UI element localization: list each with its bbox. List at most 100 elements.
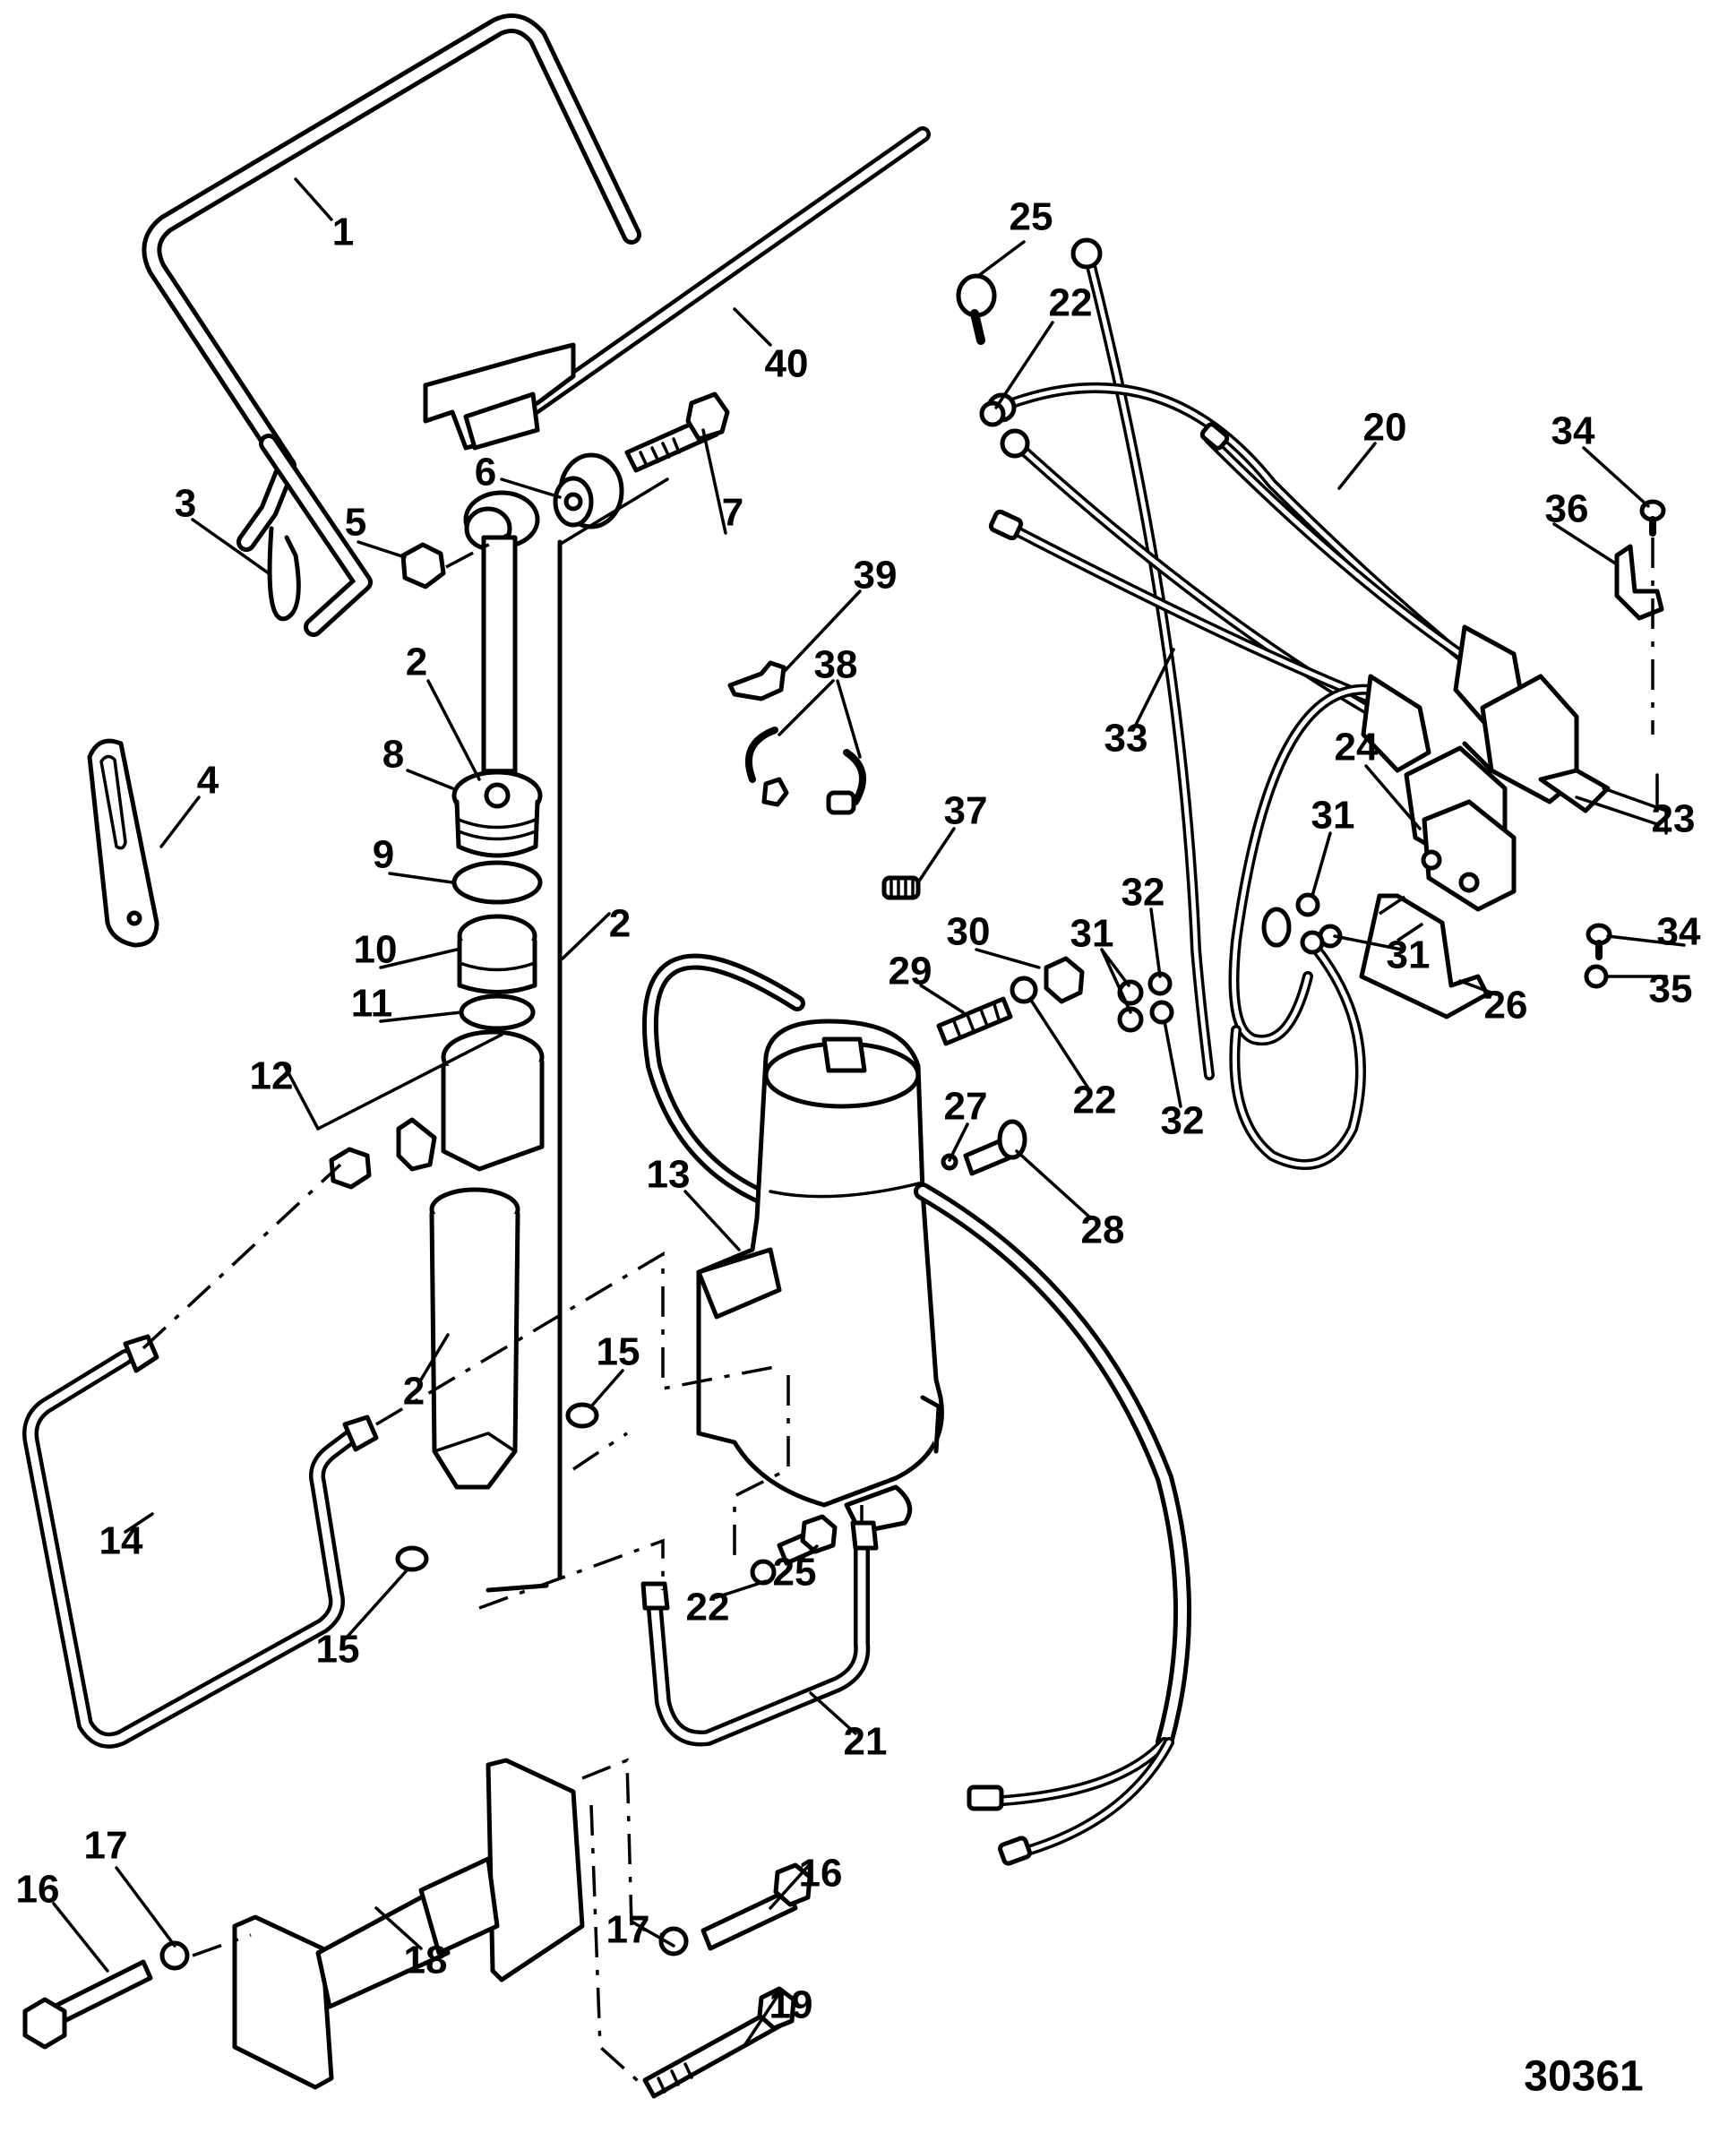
- callout-20: 20: [1363, 406, 1407, 450]
- callout-3: 3: [175, 482, 196, 526]
- callout-5: 5: [345, 501, 366, 545]
- callout-7: 7: [722, 491, 743, 535]
- callout-2-lower: 2: [403, 1370, 425, 1414]
- part-11-o-ring: [459, 993, 536, 1031]
- part-17-washer-left: [159, 1940, 190, 1971]
- part-2-cylinder: [429, 1187, 520, 1490]
- part-10-piston: [457, 914, 537, 994]
- part-22-washer-top: [979, 400, 1006, 427]
- callout-14: 14: [99, 1519, 143, 1563]
- callout-25-top: 25: [1010, 195, 1053, 239]
- part-14-hydraulic-line: [22, 1334, 379, 1749]
- part-5-nut: [400, 542, 446, 589]
- part-29-stud: [936, 996, 1013, 1046]
- part-39-connector: [727, 660, 786, 701]
- leader-lines: [52, 177, 1686, 2049]
- part-24-relay: [1421, 799, 1517, 912]
- callout-1: 1: [332, 211, 354, 254]
- part-31-32-nuts-washers: [1117, 892, 1343, 1033]
- callout-16-right: 16: [799, 1852, 843, 1896]
- part-40-rod: [423, 126, 931, 451]
- part-7-bolt: [624, 391, 730, 473]
- callout-31-right: 31: [1387, 933, 1431, 977]
- callout-2-right: 2: [609, 902, 631, 946]
- part-12-clamp: [329, 1029, 545, 1190]
- callout-labels: 1 40 25 22 20 34 36 3 5 6 7 39 38 2 33 2…: [16, 195, 1701, 2027]
- part-20-harness: [986, 382, 1525, 1170]
- callout-40: 40: [765, 342, 809, 386]
- part-33-wire: [1070, 237, 1215, 1080]
- callout-2-upper: 2: [406, 641, 427, 684]
- callout-37: 37: [944, 789, 988, 833]
- callout-9: 9: [373, 833, 394, 877]
- callout-15-lower: 15: [316, 1628, 360, 1672]
- callout-34-lower: 34: [1657, 910, 1701, 954]
- callout-12: 12: [250, 1054, 294, 1098]
- part-15-plug-upper: [565, 1402, 599, 1429]
- callout-32-lower: 32: [1161, 1099, 1205, 1143]
- part-16-bolt-right: [700, 1862, 812, 1951]
- part-2-upper-rod: [463, 490, 540, 791]
- callout-19: 19: [769, 1983, 813, 2027]
- part-4-plate: [87, 738, 159, 948]
- motor-power-cable: [914, 1182, 1191, 1866]
- part-16-bolt-left: [22, 1959, 153, 2050]
- part-19-bolt: [642, 1986, 796, 2099]
- part-18-trim-bracket: [232, 1758, 585, 2090]
- callout-13: 13: [647, 1153, 691, 1197]
- part-25-bolt-top: [956, 273, 997, 345]
- callout-31-left: 31: [1070, 912, 1114, 956]
- part-22-washer-mid: [1010, 976, 1038, 1004]
- callout-38: 38: [814, 643, 858, 687]
- callout-32-upper: 32: [1122, 871, 1165, 915]
- part-30-nut: [1044, 956, 1085, 1004]
- callout-27: 27: [944, 1085, 988, 1129]
- callout-4: 4: [197, 759, 219, 803]
- callout-16-left: 16: [16, 1868, 60, 1912]
- callout-22-mid: 22: [1073, 1079, 1117, 1122]
- bracket-6-7: [559, 477, 669, 546]
- callout-29: 29: [889, 950, 932, 993]
- part-15-plug-lower: [395, 1545, 429, 1572]
- part-34-screw-lower: [1586, 923, 1612, 960]
- callout-25-lower: 25: [773, 1551, 817, 1595]
- callout-6: 6: [475, 451, 496, 494]
- callout-30: 30: [947, 910, 991, 954]
- callout-33: 33: [1104, 717, 1148, 761]
- part-8-cap: [451, 770, 543, 858]
- part-38-wire-clips: [745, 727, 866, 815]
- callout-11: 11: [351, 982, 393, 1026]
- callout-17-left: 17: [84, 1824, 128, 1868]
- callout-21: 21: [844, 1720, 888, 1764]
- callout-26: 26: [1484, 984, 1528, 1028]
- callout-34-top: 34: [1551, 409, 1595, 453]
- callout-22-lower: 22: [686, 1586, 730, 1630]
- callout-8: 8: [382, 733, 404, 777]
- part-13-pump-motor: [642, 953, 944, 1535]
- callout-39: 39: [854, 554, 898, 598]
- part-9-o-ring: [451, 860, 543, 905]
- part-21-hydraulic-line: [640, 1520, 879, 1747]
- part-36-bracket: [1614, 544, 1664, 621]
- part-37-setscrew: [881, 875, 921, 900]
- callout-17-right: 17: [606, 1908, 650, 1952]
- callout-15-upper: 15: [597, 1330, 640, 1374]
- part-6-bushing: [553, 452, 624, 529]
- part-1-bar: [142, 13, 641, 637]
- callout-35: 35: [1649, 968, 1693, 1011]
- callout-24: 24: [1335, 726, 1379, 770]
- callout-36: 36: [1545, 487, 1589, 531]
- callout-28: 28: [1081, 1208, 1125, 1252]
- part-27-washer: [941, 1153, 958, 1171]
- drawing-number: 30361: [1524, 2053, 1643, 2101]
- callout-10: 10: [354, 928, 398, 972]
- part-3-cotter-pin: [267, 526, 301, 622]
- part-25-bolt-lower: [777, 1514, 838, 1566]
- callout-23: 23: [1652, 797, 1696, 841]
- part-22-washer-lower: [750, 1559, 777, 1586]
- part-26-bracket: [1359, 893, 1490, 1019]
- part-35-washer: [1584, 964, 1609, 989]
- callout-22-top: 22: [1049, 281, 1093, 325]
- part-34-screw-top: [1639, 499, 1666, 537]
